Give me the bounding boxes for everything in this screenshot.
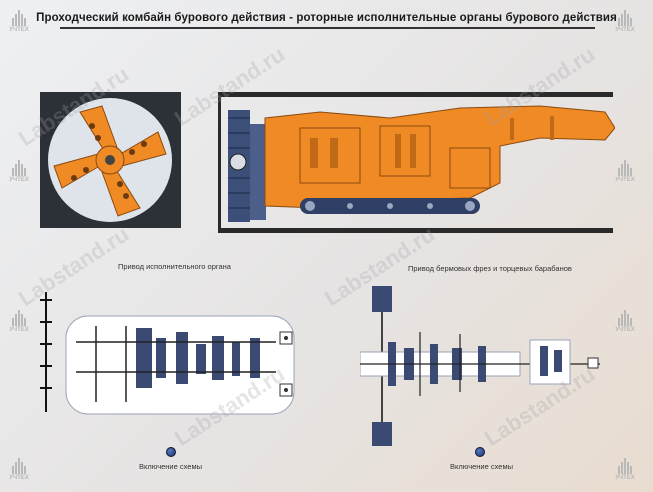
uchtech-logo: УЧТЕХ — [6, 160, 32, 190]
caption-switch-left: Включение схемы — [139, 462, 203, 471]
title-underline — [60, 27, 595, 29]
uchtech-logo: УЧТЕХ — [612, 310, 638, 340]
uchtech-logo: УЧТЕХ — [6, 310, 32, 340]
uchtech-logo: УЧТЕХ — [612, 160, 638, 190]
uchtech-logo: УЧТЕХ — [612, 458, 638, 488]
drive-scheme-right — [359, 282, 610, 452]
page-title: Проходческий комбайн бурового действия -… — [36, 12, 617, 24]
indicator-left[interactable] — [166, 447, 176, 457]
cutter-head-image — [40, 92, 181, 228]
uchtech-logo: УЧТЕХ — [6, 458, 32, 488]
caption-drive-left: Привод исполнительного органа — [118, 262, 231, 271]
uchtech-logo: УЧТЕХ — [6, 10, 32, 40]
caption-drive-right: Привод бермовых фрез и торцевых барабано… — [408, 264, 572, 273]
drive-scheme-left — [36, 282, 306, 432]
uchtech-logo: УЧТЕХ — [612, 10, 638, 40]
machine-image — [210, 88, 616, 238]
caption-switch-right: Включение схемы — [450, 462, 514, 471]
indicator-right[interactable] — [475, 447, 485, 457]
